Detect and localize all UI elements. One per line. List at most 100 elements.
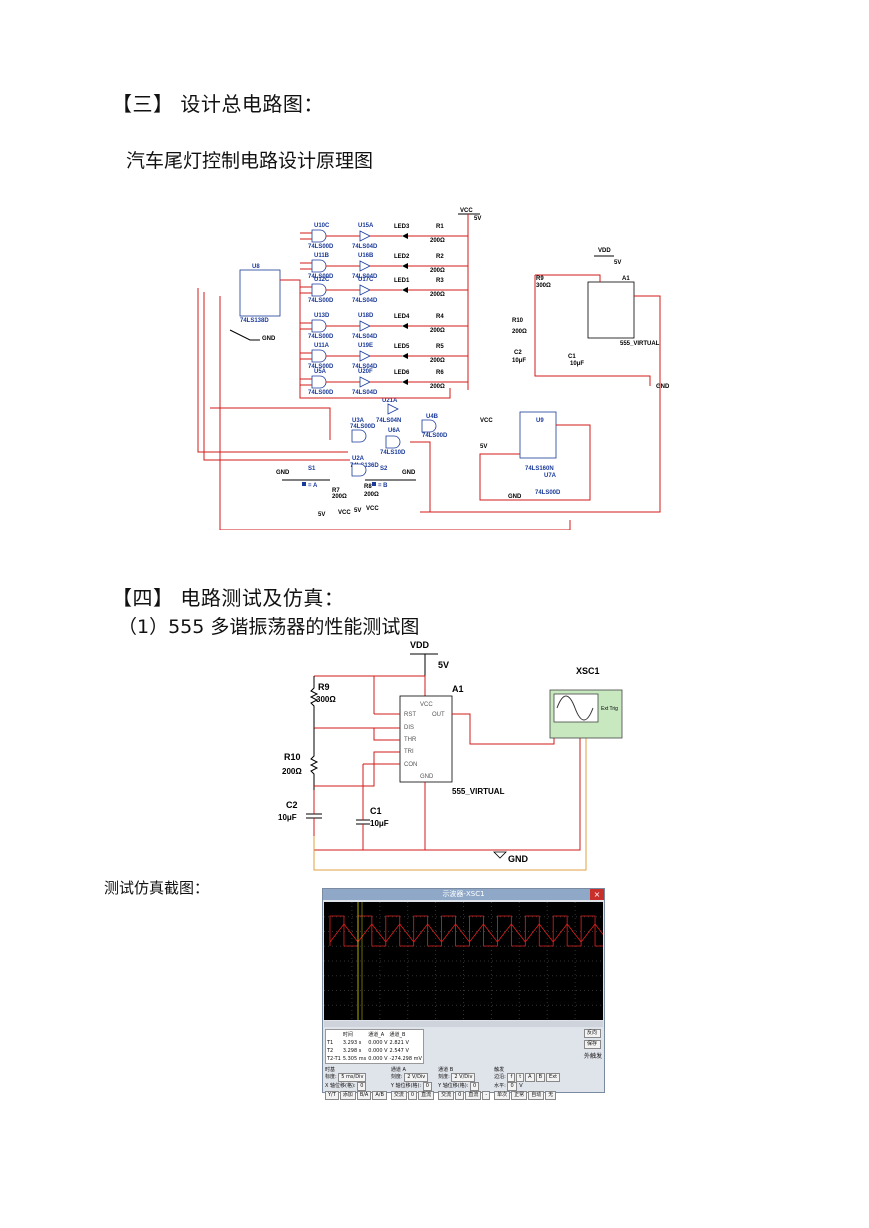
- v5-label: 5V: [474, 216, 481, 222]
- nand-gate: [311, 349, 327, 363]
- resistor-label: R3: [436, 278, 444, 284]
- reverse-button[interactable]: 反向: [583, 1029, 601, 1038]
- chb-scale-field[interactable]: 2 V/Div: [451, 1073, 476, 1082]
- r9-2-label: R9: [318, 682, 330, 692]
- c1-label: C1: [568, 354, 576, 360]
- edge-a-button[interactable]: A: [525, 1073, 535, 1082]
- a1-label: A1: [622, 276, 630, 282]
- c2-value: 10μF: [512, 358, 526, 364]
- inverter-type: 74LS04D: [352, 364, 378, 370]
- u3a-label: U3A: [352, 418, 365, 424]
- u9-type: 74LS160N: [525, 466, 554, 472]
- pin-out: OUT: [432, 712, 445, 718]
- r9-value: 300Ω: [536, 283, 551, 289]
- r8-label: R8: [364, 484, 372, 490]
- u6a-label: U6A: [388, 428, 401, 434]
- gate-type: 74LS00D: [308, 274, 334, 280]
- gnd-label-3: GND: [508, 494, 522, 500]
- edge-b-button[interactable]: B: [535, 1073, 546, 1082]
- pin-gnd: GND: [420, 774, 434, 780]
- inverter-gate: [359, 230, 371, 242]
- cha-scale-field[interactable]: 2 V/Div: [404, 1073, 429, 1082]
- r8-value: 200Ω: [364, 492, 379, 498]
- auto-button[interactable]: 自动: [528, 1091, 545, 1100]
- schematic-555: VDD 5V VCC RST OUT DIS THR TRI CON GND A…: [278, 640, 623, 871]
- pin-rst: RST: [404, 712, 416, 718]
- edge-t-button[interactable]: t: [516, 1073, 525, 1082]
- edge-ext-button[interactable]: Ext: [546, 1073, 561, 1082]
- c2-2-label: C2: [286, 800, 298, 810]
- chb-ac-button[interactable]: 交流: [438, 1091, 455, 1100]
- timebase-scale-field[interactable]: 5 ms/Div: [338, 1073, 367, 1082]
- s1-label: S1: [308, 466, 316, 472]
- v5-label-3: 5V: [480, 444, 487, 450]
- edge-f-button[interactable]: f: [507, 1073, 516, 1082]
- gnd-label-2: GND: [656, 384, 670, 390]
- r10-value: 200Ω: [512, 329, 527, 335]
- chb-zero-button[interactable]: 0: [455, 1091, 465, 1100]
- mode-ba-button[interactable]: B/A: [356, 1091, 372, 1100]
- inverter-gate: [359, 284, 371, 296]
- key-a: = A: [308, 483, 318, 489]
- xpos-field[interactable]: 0: [357, 1082, 367, 1091]
- trigger-level-field[interactable]: 0: [507, 1082, 517, 1091]
- key-b: = B: [378, 483, 388, 489]
- normal-button[interactable]: 正常: [511, 1091, 528, 1100]
- led-icon: [402, 353, 408, 359]
- gnd-2-label: GND: [508, 854, 529, 864]
- chb-minus-button[interactable]: -: [482, 1091, 491, 1100]
- mode-yt-button[interactable]: Y/T: [325, 1091, 339, 1100]
- inverter-label: U16B: [358, 253, 374, 259]
- cha-zero-button[interactable]: 0: [407, 1091, 418, 1100]
- mode-ab-button[interactable]: A/B: [372, 1091, 387, 1100]
- gate-label: U5A: [314, 369, 327, 375]
- resistor-label: R2: [436, 254, 444, 260]
- inverter-label: U17C: [358, 277, 374, 283]
- chb-ypos-field[interactable]: 0: [469, 1082, 480, 1091]
- inverter-gate: [359, 376, 371, 388]
- nand-gate: [311, 229, 327, 243]
- r10-2-label: R10: [284, 752, 301, 762]
- u8-label: U8: [252, 264, 260, 270]
- cha-ac-button[interactable]: 交流: [390, 1091, 407, 1100]
- inverter-label: U20F: [358, 369, 373, 375]
- v5-2-label: 5V: [438, 660, 449, 670]
- none-button[interactable]: 无: [545, 1091, 557, 1100]
- scrollbar[interactable]: [324, 1021, 603, 1027]
- nand-gate: [311, 283, 327, 297]
- r9-2-value: 300Ω: [316, 695, 336, 704]
- s2-label: S2: [380, 466, 388, 472]
- save-button[interactable]: 保存: [583, 1040, 601, 1049]
- single-button[interactable]: 单次: [494, 1091, 511, 1100]
- pin-dis: DIS: [404, 725, 414, 731]
- u9-label: U9: [536, 418, 544, 424]
- vdd2-label: VDD: [410, 640, 430, 650]
- cha-ypos-field[interactable]: 0: [422, 1082, 432, 1091]
- nand-gate: [311, 375, 327, 389]
- resistor-value: 200Ω: [430, 358, 445, 364]
- c1-2-label: C1: [370, 806, 382, 816]
- vcc-label-4: VCC: [366, 506, 379, 512]
- chb-dc-button[interactable]: 直流: [465, 1091, 482, 1100]
- a1-type: 555_VIRTUAL: [620, 341, 660, 347]
- cha-dc-button[interactable]: 直流: [418, 1091, 435, 1100]
- vcc-label-3: VCC: [338, 510, 351, 516]
- inverter-type: 74LS04D: [352, 244, 378, 250]
- resistor-label: R4: [436, 314, 444, 320]
- resistor-value: 200Ω: [430, 238, 445, 244]
- r9-label: R9: [536, 276, 544, 282]
- mode-add-button[interactable]: 添加: [339, 1091, 356, 1100]
- resistor-label: R1: [436, 224, 444, 230]
- c1-2-value: 10μF: [370, 819, 389, 828]
- led-icon: [402, 323, 408, 329]
- u7a-type: 74LS00D: [535, 490, 561, 496]
- u7a-label: U7A: [544, 473, 557, 479]
- gnd-label-5: GND: [402, 470, 416, 476]
- gate-label: U11A: [314, 343, 330, 349]
- close-icon[interactable]: ×: [590, 889, 604, 900]
